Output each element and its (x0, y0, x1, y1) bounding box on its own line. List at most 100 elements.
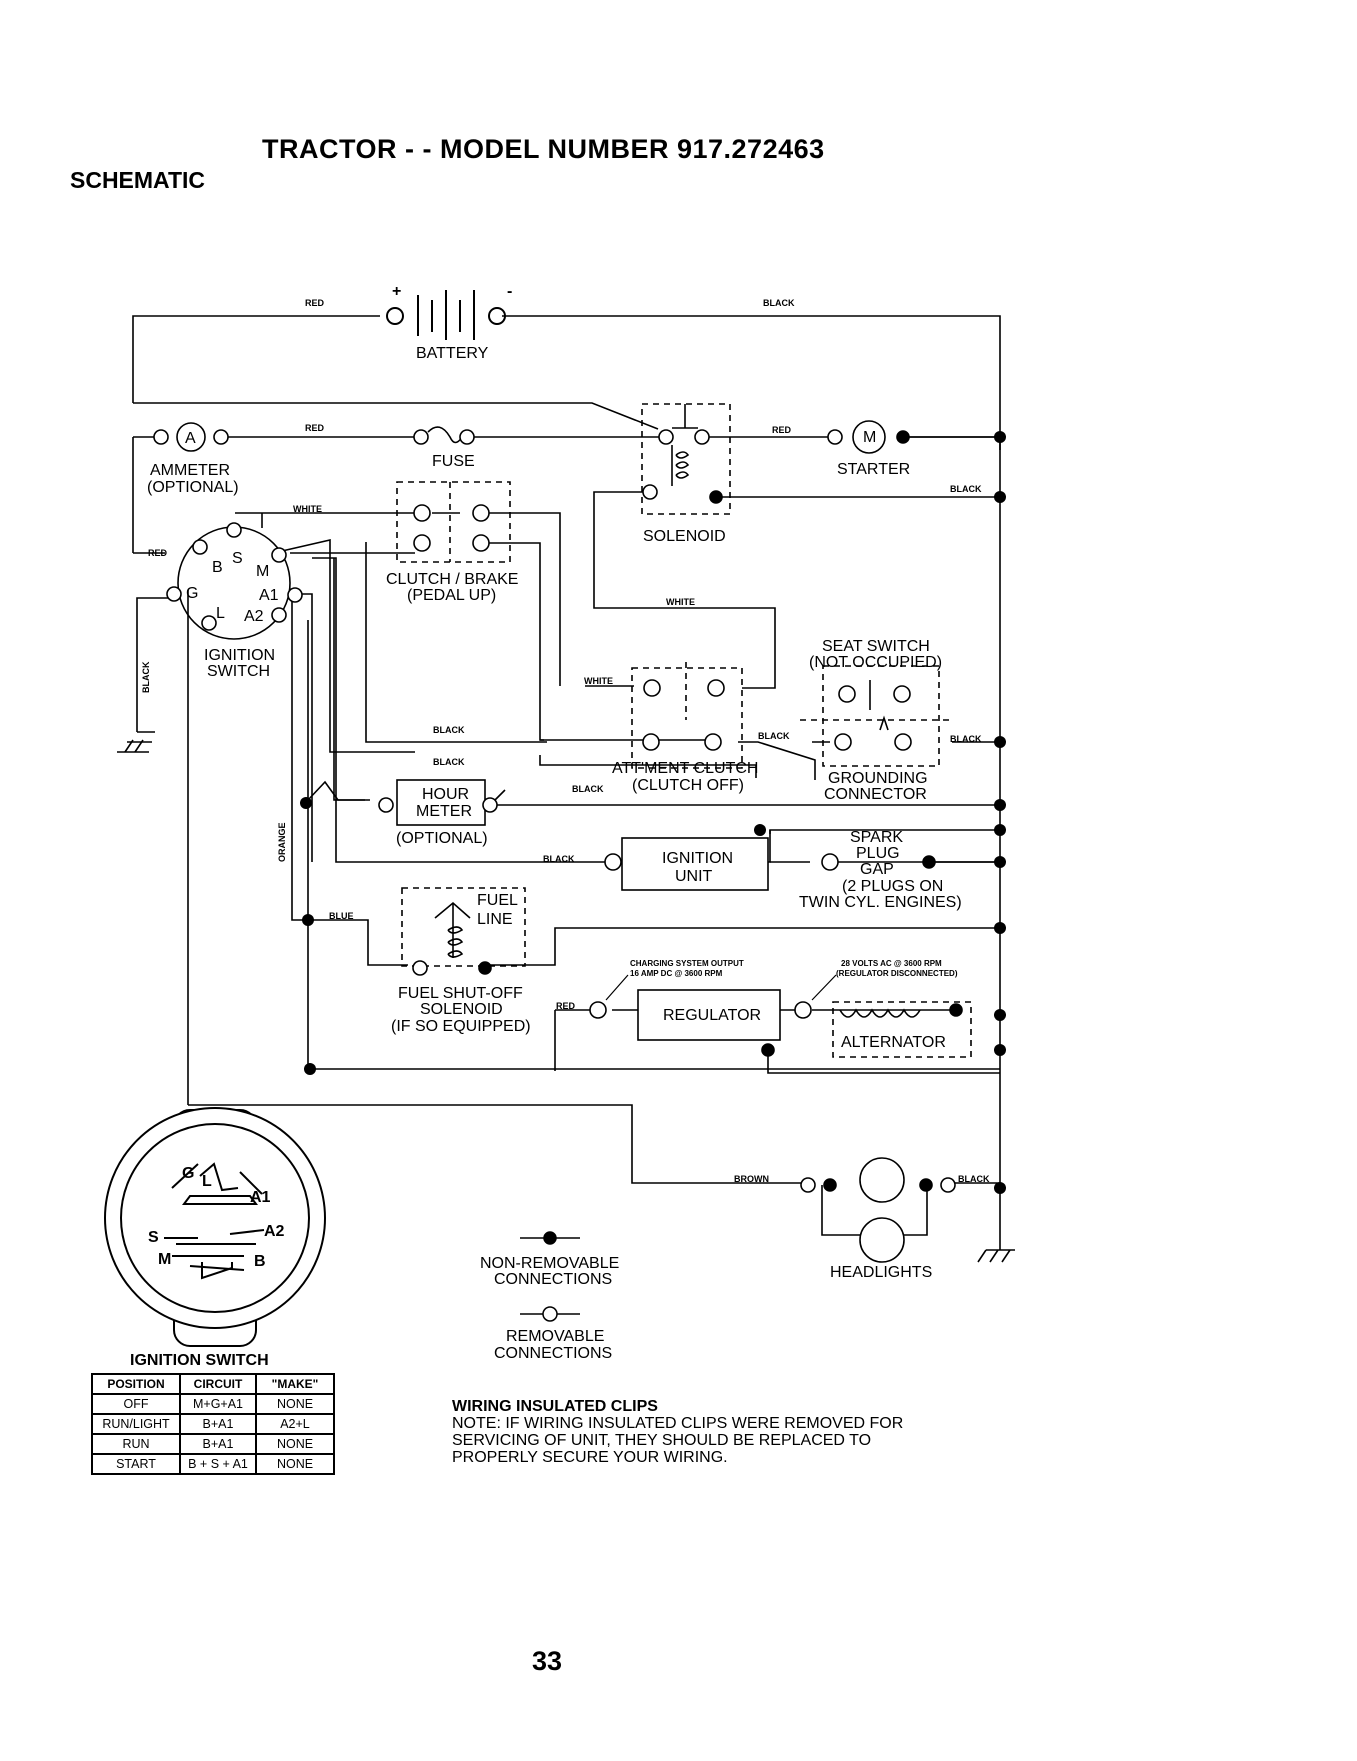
headlights-label: HEADLIGHTS (830, 1264, 932, 1281)
table-header-row: POSITION CIRCUIT "MAKE" (91, 1373, 335, 1395)
spark-plug-label: SPARK (850, 829, 903, 846)
wire-label-brown: BROWN (734, 1174, 769, 1184)
ignition-switch-icon (166, 522, 303, 640)
ignition-switch-table: POSITION CIRCUIT "MAKE" OFF M+G+A1 NONE … (91, 1373, 335, 1475)
ignition-terminal-s: S (232, 550, 243, 567)
attachment-clutch-sub-label: (CLUTCH OFF) (632, 777, 744, 794)
legend-non-removable-label-2: CONNECTIONS (494, 1271, 612, 1288)
table-cell: RUN/LIGHT (91, 1413, 181, 1435)
battery-minus-label: - (507, 283, 512, 300)
ignition-terminal-a1: A1 (259, 587, 279, 604)
notes-line: PROPERLY SECURE YOUR WIRING. (452, 1449, 728, 1466)
wire-label-black: BLACK (758, 731, 790, 741)
table-cell: NONE (255, 1393, 335, 1415)
wire-label-black: BLACK (433, 725, 465, 735)
wire-label-black: BLACK (543, 854, 575, 864)
wire-label-white: WHITE (584, 676, 613, 686)
ignition-terminal-a2: A2 (244, 608, 264, 625)
clutch-brake-label: CLUTCH / BRAKE (386, 571, 518, 588)
table-cell: START (91, 1453, 181, 1475)
battery-plus-label: + (392, 283, 401, 300)
table-row: OFF M+G+A1 NONE (91, 1393, 335, 1415)
notes-line: SERVICING OF UNIT, THEY SHOULD BE REPLAC… (452, 1432, 872, 1449)
wiring-notes: WIRING INSULATED CLIPS NOTE: IF WIRING I… (452, 1398, 903, 1466)
attachment-clutch-switch-icon (631, 662, 743, 769)
hour-meter-optional-label: (OPTIONAL) (396, 830, 488, 847)
junction-dots (300, 431, 1006, 1194)
notes-heading: WIRING INSULATED CLIPS (452, 1398, 658, 1415)
starter-icon (827, 420, 910, 454)
switch-detail-terminal-s: S (148, 1229, 159, 1246)
clutch-brake-sub-label: (PEDAL UP) (407, 587, 496, 604)
alternator-output-spec: (REGULATOR DISCONNECTED) (836, 969, 958, 978)
wire-label-white: WHITE (666, 597, 695, 607)
column-header: POSITION (91, 1373, 181, 1395)
wire-label-red: RED (556, 1001, 576, 1011)
fuel-line-label-2: LINE (477, 911, 513, 928)
switch-detail-terminal-g: G (182, 1165, 194, 1182)
wire-label-black: BLACK (950, 484, 982, 494)
ignition-terminal-l: L (216, 605, 225, 622)
starter-symbol: M (863, 429, 876, 446)
legend-non-removable-symbol (520, 1231, 580, 1245)
fuel-line-label: FUEL (477, 892, 518, 909)
table-cell: A2+L (255, 1413, 335, 1435)
table-cell: OFF (91, 1393, 181, 1415)
switch-detail-terminal-a1: A1 (250, 1189, 271, 1206)
switch-detail-terminal-l: L (202, 1173, 212, 1190)
wires (117, 315, 1015, 1263)
wire-label-black: BLACK (572, 784, 604, 794)
headlights-icon (800, 1157, 956, 1263)
fuel-solenoid-label-2: SOLENOID (420, 1001, 503, 1018)
ignition-unit-label: IGNITION (662, 850, 733, 867)
clutch-brake-switch-icon (396, 481, 511, 563)
starter-label: STARTER (837, 461, 910, 478)
ammeter-label: AMMETER (150, 462, 230, 479)
wire-label-blue: BLUE (329, 911, 354, 921)
wire-label-black: BLACK (763, 298, 795, 308)
fuel-solenoid-icon (401, 887, 526, 976)
wire-label-orange: ORANGE (277, 822, 287, 862)
battery-label: BATTERY (416, 345, 489, 362)
seat-switch-label: SEAT SWITCH (822, 638, 930, 655)
wire-label-black: BLACK (950, 734, 982, 744)
grounding-connector-label-2: CONNECTOR (824, 786, 927, 803)
table-cell: B + S + A1 (179, 1453, 257, 1475)
ignition-unit-icon (604, 837, 769, 891)
wire-label-red: RED (772, 425, 792, 435)
table-cell: NONE (255, 1453, 335, 1475)
notes-line: NOTE: IF WIRING INSULATED CLIPS WERE REM… (452, 1415, 904, 1432)
wire-label-red: RED (148, 548, 168, 558)
legend-non-removable-label: NON-REMOVABLE (480, 1255, 619, 1272)
ignition-switch-detail-icon (104, 1107, 326, 1347)
wire-label-red: RED (305, 423, 325, 433)
alternator-icon (761, 1001, 972, 1058)
switch-detail-terminal-a2: A2 (264, 1223, 285, 1240)
spark-plug-note-2: TWIN CYL. ENGINES) (799, 894, 962, 911)
table-row: RUN/LIGHT B+A1 A2+L (91, 1413, 335, 1435)
table-cell: NONE (255, 1433, 335, 1455)
legend-removable-label-2: CONNECTIONS (494, 1345, 612, 1362)
column-header: "MAKE" (255, 1373, 335, 1395)
section-heading: SCHEMATIC (70, 167, 206, 193)
wire-label-white: WHITE (293, 504, 322, 514)
ignition-switch-label-2: SWITCH (207, 663, 270, 680)
ammeter-icon (153, 422, 229, 452)
legend-removable-label: REMOVABLE (506, 1328, 604, 1345)
alternator-label: ALTERNATOR (841, 1034, 946, 1051)
attachment-clutch-label: ATT'MENT CLUTCH (612, 760, 758, 777)
legend-removable-symbol (520, 1306, 580, 1322)
fuse-label: FUSE (432, 453, 475, 470)
grounding-connector-label: GROUNDING (828, 770, 928, 787)
table-cell: RUN (91, 1433, 181, 1455)
table-cell: B+A1 (179, 1413, 257, 1435)
charging-output-spec: 16 AMP DC @ 3600 RPM (630, 969, 723, 978)
ignition-terminal-b: B (212, 559, 223, 576)
wire-label-red: RED (305, 298, 325, 308)
spark-plug-note-1: (2 PLUGS ON (842, 878, 943, 895)
wire-label-black: BLACK (433, 757, 465, 767)
seat-switch-icon (800, 665, 952, 767)
wire-label-black: BLACK (958, 1174, 990, 1184)
regulator-icon (589, 989, 812, 1041)
column-header: CIRCUIT (179, 1373, 257, 1395)
